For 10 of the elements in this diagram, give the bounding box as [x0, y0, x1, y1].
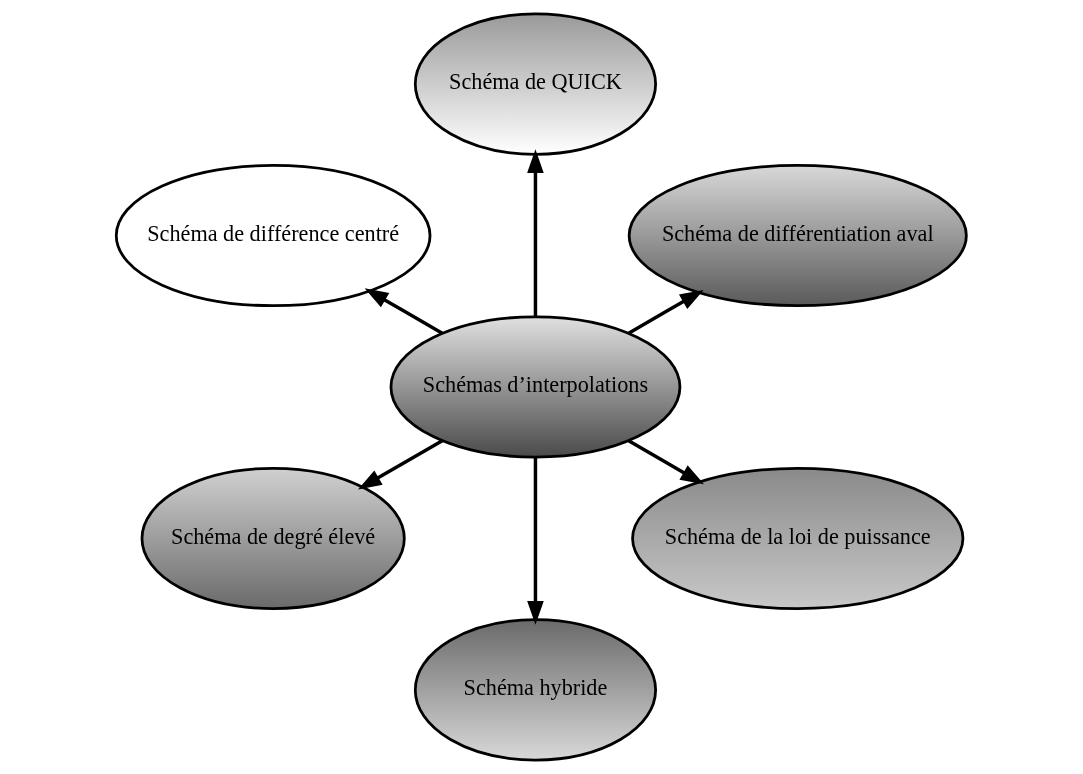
node-ellipse: Schéma de degré élevé: [140, 466, 406, 610]
node-ellipse: Schémas d’interpolations: [389, 315, 682, 459]
arrow: [527, 457, 544, 625]
arrow: [527, 149, 544, 317]
arrow: [364, 288, 444, 335]
node-ellipse: Schéma hybride: [413, 618, 657, 762]
arrow: [627, 439, 705, 485]
arrow: [627, 289, 704, 335]
node-ellipse: Schéma de QUICK: [413, 12, 657, 156]
arrow: [358, 439, 444, 490]
